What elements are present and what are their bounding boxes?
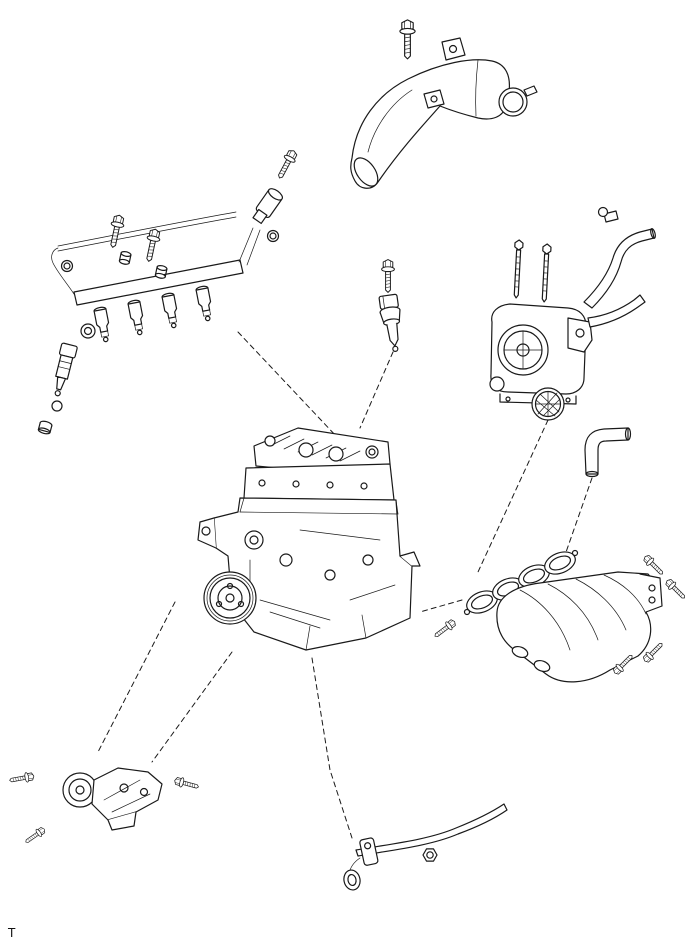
nut-icon [422, 848, 438, 862]
engine-assembly [197, 427, 421, 651]
grommet-icon [80, 323, 96, 339]
manifold-flange [639, 573, 663, 613]
cylinder-block [213, 497, 413, 651]
air-inlet-hose [350, 19, 538, 189]
spacer-icon [154, 264, 168, 280]
engine-bracket [8, 767, 201, 847]
injector-seat [37, 420, 53, 435]
page-corner-label: T [8, 926, 16, 940]
fuel-delivery-pipe [73, 259, 244, 306]
stud-bolt-icon [511, 239, 524, 299]
bolt-icon [141, 227, 163, 264]
pipe-flange [359, 837, 379, 866]
cylinder-head [243, 463, 395, 501]
leader-lines [97, 331, 593, 839]
bolt-icon [273, 147, 300, 182]
stud-bolt-icon [539, 243, 552, 303]
fuel-injector-detail [54, 342, 78, 397]
camshaft-position-sensor [378, 259, 401, 352]
bolt-icon [431, 617, 458, 641]
pipe-gasket [343, 869, 361, 891]
oil-filler-cap [264, 435, 276, 447]
throttle-gasket-screen [531, 387, 565, 421]
o-ring-icon [60, 259, 74, 273]
intake-manifold [431, 552, 688, 683]
bolt-icon [399, 19, 416, 60]
fuel-injector [195, 284, 215, 323]
bolt-icon [105, 213, 127, 250]
hose-clamp-icon [498, 85, 538, 117]
water-bypass-pipe [343, 803, 508, 891]
crankshaft-pulley [203, 571, 257, 625]
throttle-body [489, 239, 593, 405]
pulsation-damper [252, 188, 283, 225]
bolt-icon [173, 775, 201, 792]
spacer-icon [118, 250, 132, 266]
fuel-injector [127, 298, 147, 337]
throttle-lever [567, 317, 593, 353]
bolt-icon [663, 576, 688, 602]
fuel-injector [93, 305, 113, 344]
fuel-injector [161, 291, 181, 330]
fuel-rail-assembly [37, 147, 300, 435]
intake-manifold-gasket [463, 549, 579, 616]
hose-bracket-tab [441, 37, 466, 61]
bolt-icon [8, 771, 36, 786]
o-ring-icon [51, 400, 63, 412]
bolt-icon [381, 259, 395, 293]
water-bypass-hoses [583, 206, 656, 328]
throttle-sensor-boss [489, 376, 505, 392]
bolt-icon [22, 825, 48, 847]
ventilation-hose [584, 427, 632, 478]
o-ring-icon [266, 229, 280, 243]
